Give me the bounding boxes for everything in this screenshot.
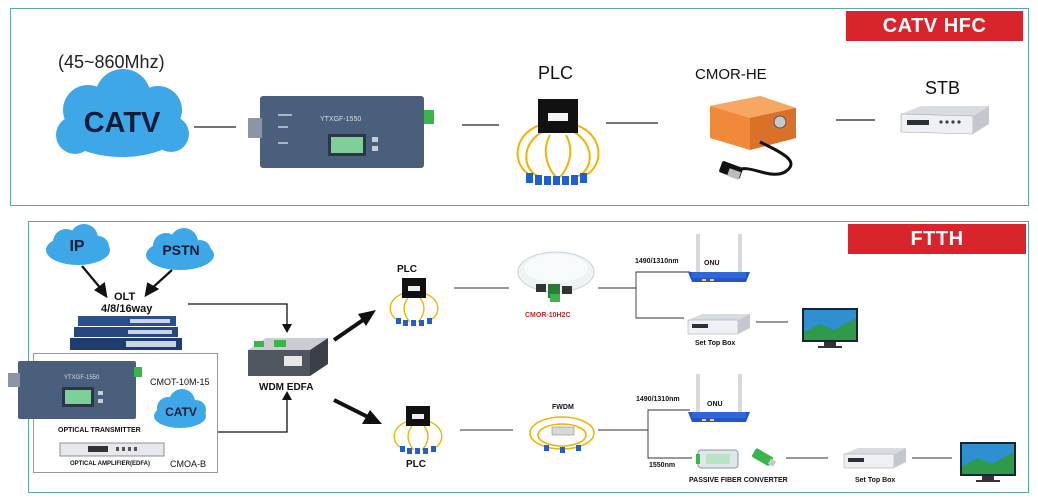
pstn-cloud-label: PSTN: [162, 242, 200, 258]
passive-converter-label: PASSIVE FIBER CONVERTER: [689, 477, 788, 484]
stb-device-top: [897, 104, 991, 140]
cmor-he-label: CMOR-HE: [695, 66, 767, 83]
frequency-label: (45~860Mhz): [58, 52, 165, 72]
ftth-banner: FTTH: [848, 224, 1026, 254]
set-top-box-top-label: Set Top Box: [695, 340, 736, 347]
olt-device: [70, 316, 186, 352]
plc-splitter-top: [510, 95, 606, 185]
onu-top-device: [686, 232, 754, 288]
catv-hfc-banner: CATV HFC: [846, 11, 1023, 41]
wavelength-top-label: 1490/1310nm: [635, 258, 679, 265]
cmoa-label: CMOA-B: [170, 459, 206, 469]
ftth-plc-top-label: PLC: [397, 264, 417, 275]
catv-hfc-panel: [10, 8, 1029, 206]
cmor-10h2c-device: [514, 250, 598, 306]
cmot-label: CMOT-10M-15: [150, 377, 210, 387]
olt-ways-label: 4/8/16way: [101, 303, 153, 315]
ip-cloud-label: IP: [69, 238, 85, 255]
ftth-catv-cloud-label: CATV: [165, 405, 197, 419]
optical-amplifier-device: [59, 440, 165, 458]
wdm-edfa-device: [244, 336, 330, 382]
set-top-box-bottom-device: [842, 446, 908, 472]
ftth-plc-top: [386, 276, 442, 326]
ftth-transmitter-model: YTXGF-1550: [64, 375, 100, 381]
stb-label: STB: [925, 78, 961, 98]
fwdm-label: FWDM: [552, 404, 574, 411]
ftth-panel: [28, 221, 1029, 493]
onu-top-label: ONU: [704, 260, 720, 267]
transmitter-model-label: YTXGF-1550: [320, 116, 362, 123]
catv-cloud-label: CATV: [83, 107, 161, 139]
passive-converter-device: [696, 444, 780, 474]
ftth-optical-transmitter: YTXGF-1550: [6, 359, 146, 423]
cmor-he-device: [690, 92, 810, 187]
set-top-box-bottom-label: Set Top Box: [855, 477, 896, 484]
tv-top-device: [800, 306, 860, 350]
optical-transmitter-label: OPTICAL TRANSMITTER: [58, 427, 141, 434]
optical-transmitter-device: YTXGF-1550: [248, 96, 436, 168]
optical-amplifier-label: OPTICAL AMPLIFIER(EDFA): [70, 461, 150, 467]
wavelength-1550-label: 1550nm: [649, 462, 676, 469]
wavelength-bottom-label: 1490/1310nm: [636, 396, 680, 403]
onu-bottom-device: [686, 372, 754, 428]
plc-label-top: PLC: [538, 63, 574, 83]
cmor-10h2c-label: CMOR-10H2C: [525, 312, 571, 319]
set-top-box-top-device: [686, 312, 752, 338]
wdm-edfa-label: WDM EDFA: [259, 382, 314, 393]
onu-bottom-label: ONU: [707, 401, 723, 408]
ftth-plc-bottom: [390, 404, 446, 454]
olt-label: OLT: [114, 291, 136, 303]
fwdm-device: [526, 413, 598, 455]
tv-bottom-device: [958, 440, 1018, 484]
ftth-plc-bottom-label: PLC: [406, 459, 426, 470]
